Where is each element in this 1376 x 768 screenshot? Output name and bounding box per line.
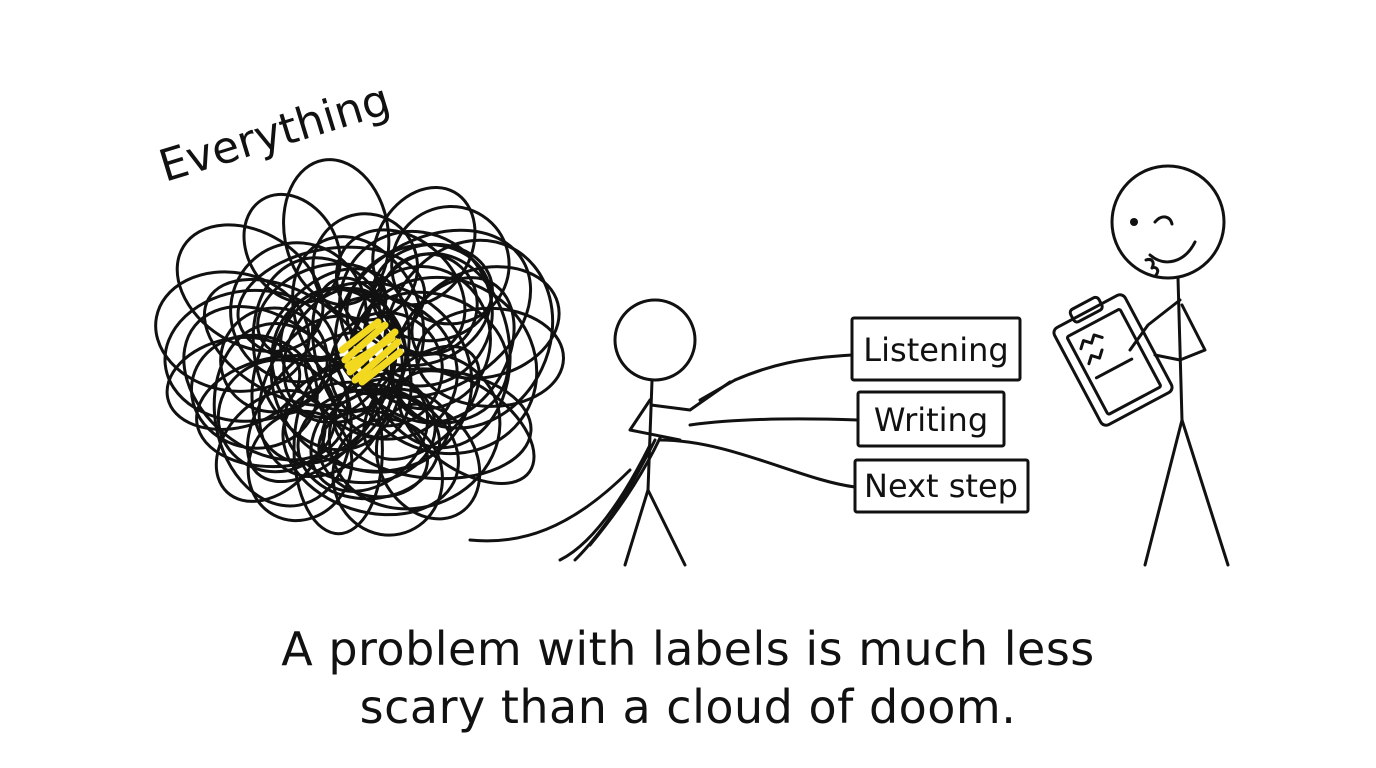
caption-line-1: A problem with labels is much less (281, 622, 1095, 676)
highlight-stroke (338, 318, 382, 354)
scribble-loop (348, 275, 539, 456)
label-listening: Listening (863, 331, 1008, 369)
highlight-stroke (341, 321, 389, 364)
label-box-next-step: Next step (853, 458, 1030, 514)
scribble-loop (371, 185, 477, 307)
scribble-cloud (154, 158, 565, 537)
scribble-loop (331, 417, 444, 537)
clipboard-icon (1052, 293, 1174, 427)
scribble-loop (390, 204, 511, 326)
highlight-stroke (351, 338, 402, 384)
scribble-loop (282, 158, 391, 307)
scribble-loop (338, 229, 494, 388)
caption-line-2: scary than a cloud of doom. (359, 680, 1017, 734)
highlight-stroke (344, 334, 396, 370)
yellow-highlight (338, 318, 404, 386)
scribble-loop (229, 241, 368, 384)
scribble-loop (396, 369, 536, 485)
scribble-loop (236, 245, 427, 363)
scribble-loop (212, 321, 353, 508)
scribble-loop (246, 409, 354, 523)
scribble-loop (390, 276, 516, 424)
scribble-label: Everything (153, 74, 396, 192)
scribble-loop (374, 402, 482, 521)
stick-figure-puller (613, 298, 737, 567)
label-box-listening: Listening (850, 316, 1022, 382)
scribble-loop (410, 265, 561, 380)
scribble-loop (282, 364, 437, 485)
scribble-loop (175, 223, 325, 354)
scribble-loop (242, 192, 342, 304)
scribble-loop (370, 242, 494, 343)
scribble-loop (377, 252, 479, 356)
label-next-step: Next step (864, 467, 1018, 505)
cloud-strands (468, 436, 662, 562)
scribble-loop (214, 388, 327, 503)
stick-figure-organizer (1110, 164, 1230, 567)
highlight-stroke (358, 348, 404, 386)
label-box-writing: Writing (856, 390, 1006, 448)
label-writing: Writing (874, 401, 988, 439)
label-strings (658, 353, 860, 489)
scribble-loop (154, 270, 311, 393)
